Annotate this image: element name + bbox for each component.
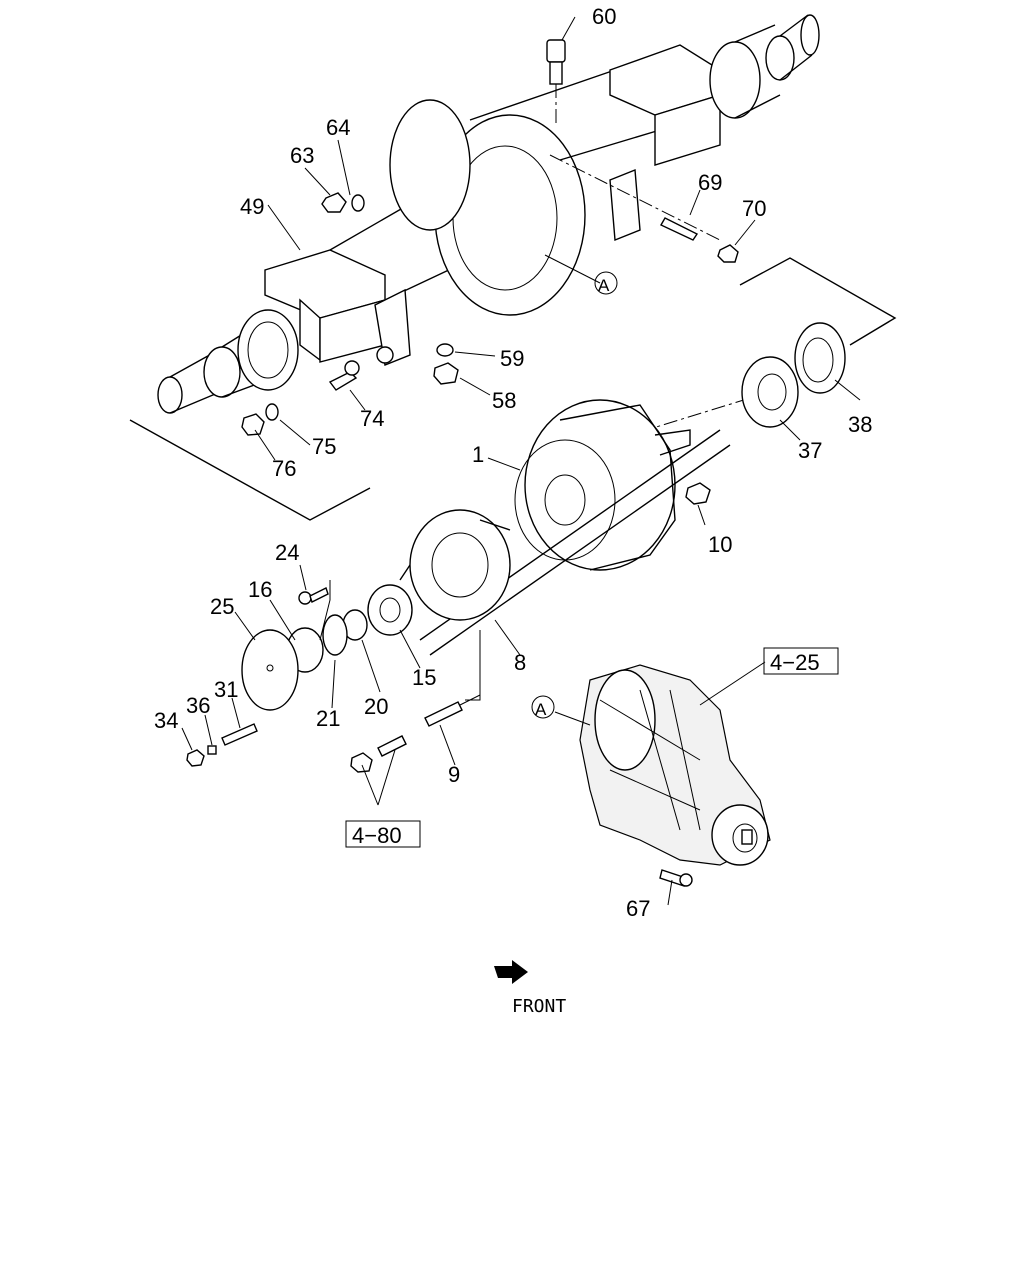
label-16: 16 bbox=[248, 577, 272, 602]
svg-text:A: A bbox=[535, 700, 547, 719]
flange-21 bbox=[322, 614, 348, 656]
label-36: 36 bbox=[186, 693, 210, 718]
washer-59 bbox=[436, 343, 454, 357]
bolt-60 bbox=[546, 39, 566, 125]
seal-38 bbox=[794, 322, 846, 394]
label-31: 31 bbox=[214, 677, 238, 702]
label-58: 58 bbox=[492, 388, 516, 413]
stud-31 bbox=[221, 723, 258, 746]
ref-a-bottom: A bbox=[531, 695, 555, 719]
label-10: 10 bbox=[708, 532, 732, 557]
label-59: 59 bbox=[500, 346, 524, 371]
hub-8 bbox=[399, 509, 511, 621]
svg-text:4−25: 4−25 bbox=[770, 650, 820, 675]
bolt-67 bbox=[659, 869, 693, 887]
svg-text:A: A bbox=[598, 276, 610, 295]
leader-lines bbox=[181, 16, 861, 906]
label-70: 70 bbox=[742, 196, 766, 221]
bearing-37 bbox=[741, 356, 799, 428]
washer-64 bbox=[351, 194, 365, 212]
front-arrow-icon bbox=[494, 960, 528, 984]
label-49: 49 bbox=[240, 194, 264, 219]
label-74: 74 bbox=[360, 406, 384, 431]
nut-58 bbox=[433, 362, 459, 385]
label-9: 9 bbox=[448, 762, 460, 787]
callout-labels: 60 64 63 49 69 70 59 58 74 75 76 38 37 1… bbox=[154, 4, 872, 921]
nut-34 bbox=[186, 749, 205, 767]
label-1: 1 bbox=[472, 442, 484, 467]
label-67: 67 bbox=[626, 896, 650, 921]
nut-63 bbox=[321, 192, 347, 213]
washer-75 bbox=[265, 403, 279, 421]
label-69: 69 bbox=[698, 170, 722, 195]
bolt-74 bbox=[328, 360, 360, 391]
label-24: 24 bbox=[275, 540, 299, 565]
label-21: 21 bbox=[316, 706, 340, 731]
bolt-4-80 bbox=[350, 735, 407, 773]
nut-10 bbox=[685, 482, 711, 505]
bearing-15 bbox=[367, 584, 413, 636]
label-75: 75 bbox=[312, 434, 336, 459]
label-64: 64 bbox=[326, 115, 350, 140]
washer-36 bbox=[207, 745, 217, 755]
label-60: 60 bbox=[592, 4, 616, 29]
label-37: 37 bbox=[798, 438, 822, 463]
label-34: 34 bbox=[154, 708, 178, 733]
label-76: 76 bbox=[272, 456, 296, 481]
label-20: 20 bbox=[364, 694, 388, 719]
svg-text:4−80: 4−80 bbox=[352, 823, 402, 848]
axle-housing bbox=[157, 14, 820, 414]
label-38: 38 bbox=[848, 412, 872, 437]
front-label: FRONT bbox=[512, 996, 566, 1017]
ref-box-4-80[interactable]: 4−80 bbox=[345, 820, 421, 848]
differential-carrier bbox=[579, 664, 771, 866]
stud-69 bbox=[660, 217, 699, 241]
label-15: 15 bbox=[412, 665, 436, 690]
bolt-24 bbox=[298, 587, 329, 605]
cover-25 bbox=[241, 629, 299, 711]
nut-70 bbox=[717, 244, 739, 263]
ref-a-top: A bbox=[594, 271, 618, 295]
label-25: 25 bbox=[210, 594, 234, 619]
ref-box-4-25[interactable]: 4−25 bbox=[763, 647, 839, 675]
nut-76 bbox=[241, 413, 265, 436]
brake-drum-1 bbox=[514, 399, 691, 571]
label-8: 8 bbox=[514, 650, 526, 675]
label-63: 63 bbox=[290, 143, 314, 168]
